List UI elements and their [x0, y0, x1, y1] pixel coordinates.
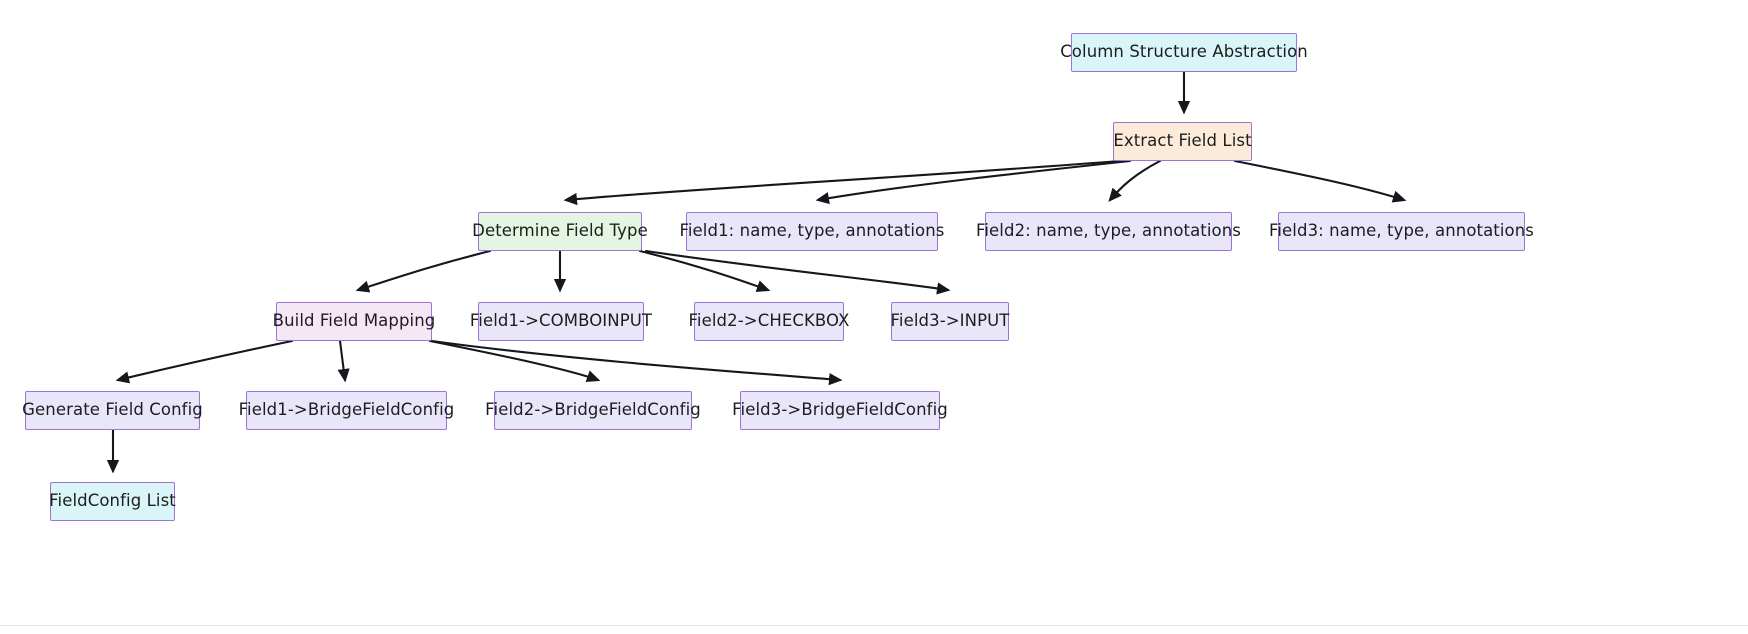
node-label: Field3: name, type, annotations: [1268, 221, 1535, 241]
node-n2[interactable]: Determine Field Type: [472, 212, 648, 251]
node-label: Field1->BridgeFieldConfig: [238, 400, 455, 420]
edge-n6-to-n11: [337, 339, 350, 383]
node-n7[interactable]: Field1->COMBOINPUT: [470, 302, 652, 341]
node-label: Field1: name, type, annotations: [679, 221, 945, 241]
node-n6[interactable]: Build Field Mapping: [273, 302, 435, 341]
edge-n2-to-n6: [355, 249, 492, 293]
node-label: Field3->INPUT: [890, 311, 1010, 331]
edge-n2-to-n9: [644, 249, 951, 295]
node-n9[interactable]: Field3->INPUT: [891, 302, 1009, 341]
node-n1[interactable]: Extract Field List: [1113, 122, 1252, 161]
node-label: FieldConfig List: [49, 491, 176, 511]
edge-n1-to-n3: [815, 159, 1132, 205]
node-n4[interactable]: Field2: name, type, annotations: [976, 212, 1241, 251]
node-label: Field2->CHECKBOX: [688, 311, 850, 331]
node-n13[interactable]: Field3->BridgeFieldConfig: [732, 391, 948, 430]
node-n14[interactable]: FieldConfig List: [49, 482, 176, 521]
node-label: Extract Field List: [1113, 131, 1252, 151]
node-n12[interactable]: Field2->BridgeFieldConfig: [485, 391, 701, 430]
node-label: Column Structure Abstraction: [1060, 42, 1308, 62]
node-n11[interactable]: Field1->BridgeFieldConfig: [239, 391, 454, 430]
edge-n6-to-n13: [430, 339, 843, 386]
bottom-divider: [0, 625, 1748, 626]
node-n10[interactable]: Generate Field Config: [22, 391, 203, 430]
edge-n6-to-n10: [115, 339, 294, 384]
edge-n1-to-n2: [563, 159, 1122, 206]
edge-n6-to-n12: [428, 339, 601, 383]
node-label: Field1->COMBOINPUT: [469, 311, 653, 331]
node-label: Determine Field Type: [472, 221, 648, 241]
node-n3[interactable]: Field1: name, type, annotations: [679, 212, 944, 251]
edge-n1-to-n4: [1108, 159, 1162, 202]
node-label: Field2: name, type, annotations: [975, 221, 1242, 241]
edge-n2-to-n8: [638, 249, 771, 293]
node-label: Field2->BridgeFieldConfig: [485, 400, 701, 420]
node-n0[interactable]: Column Structure Abstraction: [1060, 33, 1308, 72]
edge-n1-to-n5: [1233, 159, 1407, 203]
node-label: Build Field Mapping: [272, 311, 436, 331]
node-label: Field3->BridgeFieldConfig: [732, 400, 948, 420]
node-n8[interactable]: Field2->CHECKBOX: [689, 302, 849, 341]
node-n5[interactable]: Field3: name, type, annotations: [1269, 212, 1534, 251]
node-label: Generate Field Config: [22, 400, 203, 420]
